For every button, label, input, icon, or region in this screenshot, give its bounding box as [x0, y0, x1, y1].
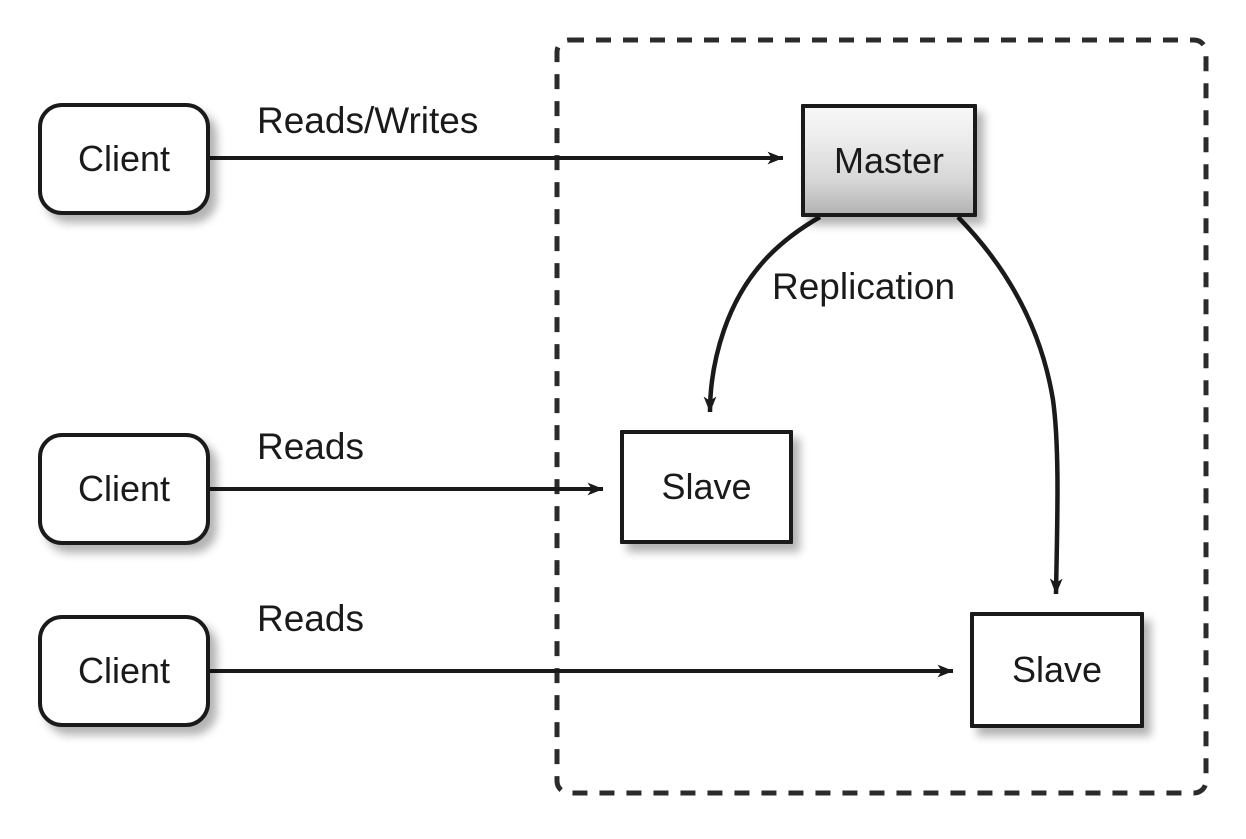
node-client-2-label: Client: [77, 468, 171, 509]
cluster-boundary: [554, 37, 1209, 796]
node-client-1-label: Client: [77, 138, 171, 179]
node-master[interactable]: Master: [801, 104, 977, 217]
node-client-2[interactable]: Client: [38, 433, 210, 545]
edge-label-reads-writes: Reads/Writes: [257, 100, 479, 141]
node-client-3[interactable]: Client: [38, 615, 210, 727]
edge-master-slave1: [703, 215, 822, 413]
node-slave-1[interactable]: Slave: [620, 430, 793, 544]
node-master-label: Master: [833, 139, 945, 181]
node-slave-2[interactable]: Slave: [970, 612, 1144, 728]
edge-label-reads-2: Reads: [257, 598, 364, 639]
edge-label-reads-1: Reads: [257, 426, 364, 467]
node-client-3-label: Client: [77, 650, 171, 691]
edge-master-slave2: [956, 215, 1063, 595]
node-slave-1-label: Slave: [661, 466, 752, 507]
edge-label-replication: Replication: [772, 266, 956, 307]
node-slave-2-label: Slave: [1011, 649, 1103, 690]
node-client-1[interactable]: Client: [38, 103, 210, 215]
